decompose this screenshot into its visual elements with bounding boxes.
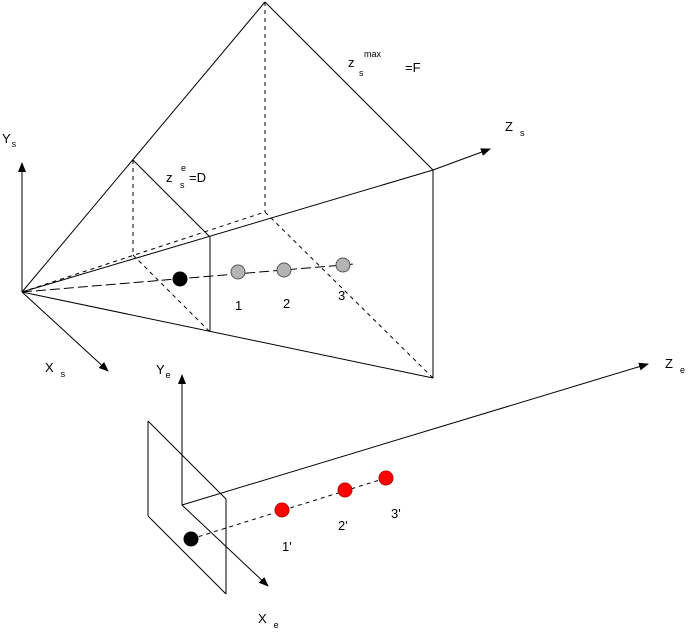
far-plane-sup-label: max: [364, 49, 382, 59]
scene-point-1-label: 1: [235, 298, 242, 313]
near-plane-sub-label: s: [180, 180, 185, 190]
projection-ray: [21, 263, 356, 293]
far-plane-z-label: z: [348, 55, 355, 70]
frustum-edge-top-right: [264, 1, 434, 171]
far-plane-equals-label: =F: [405, 60, 421, 75]
eye-point-2: [337, 482, 353, 498]
eye-projection-ray: [190, 477, 387, 540]
view-plane-bottom: [147, 515, 227, 595]
far-plane-sub-label: s: [359, 68, 364, 78]
scene-point-3-label: 3: [338, 288, 345, 303]
near-plane-sup-label: e: [181, 163, 186, 173]
xe-axis: [181, 504, 269, 587]
eye-point-3-label: 3': [391, 506, 401, 521]
near-plane-edge-top: [132, 159, 211, 238]
ye-label: Ye: [156, 362, 171, 380]
frustum-edge-upper: [21, 169, 434, 293]
frustum-edge-top-apex: [21, 1, 266, 293]
scene-point-2: [276, 262, 292, 278]
frustum: [21, 1, 434, 379]
ys-label: Ys: [2, 131, 17, 149]
view-plane: [147, 420, 227, 595]
eye-near-point: [183, 531, 199, 547]
near-plane-z-label: z: [166, 170, 173, 185]
view-plane-top: [147, 420, 227, 500]
eye-point-3: [378, 470, 394, 486]
near-plane-equals-label: =D: [189, 170, 206, 185]
eye-point-1: [274, 502, 290, 518]
xs-axis: [21, 291, 109, 372]
far-hidden-bottom: [264, 211, 434, 379]
frustum-edge-bottom: [21, 291, 434, 379]
scene-point-3: [335, 257, 351, 273]
scene-point-2-label: 2: [283, 296, 290, 311]
ze-axis: [181, 362, 649, 506]
zs-axis: [432, 148, 491, 171]
near-hidden-bottom: [132, 254, 211, 333]
eye-point-2-label: 2': [338, 518, 348, 533]
scene-point-1: [230, 264, 246, 280]
near-point: [172, 271, 188, 287]
eye-point-1-label: 1': [282, 539, 292, 554]
far-hidden-ray: [21, 211, 266, 293]
